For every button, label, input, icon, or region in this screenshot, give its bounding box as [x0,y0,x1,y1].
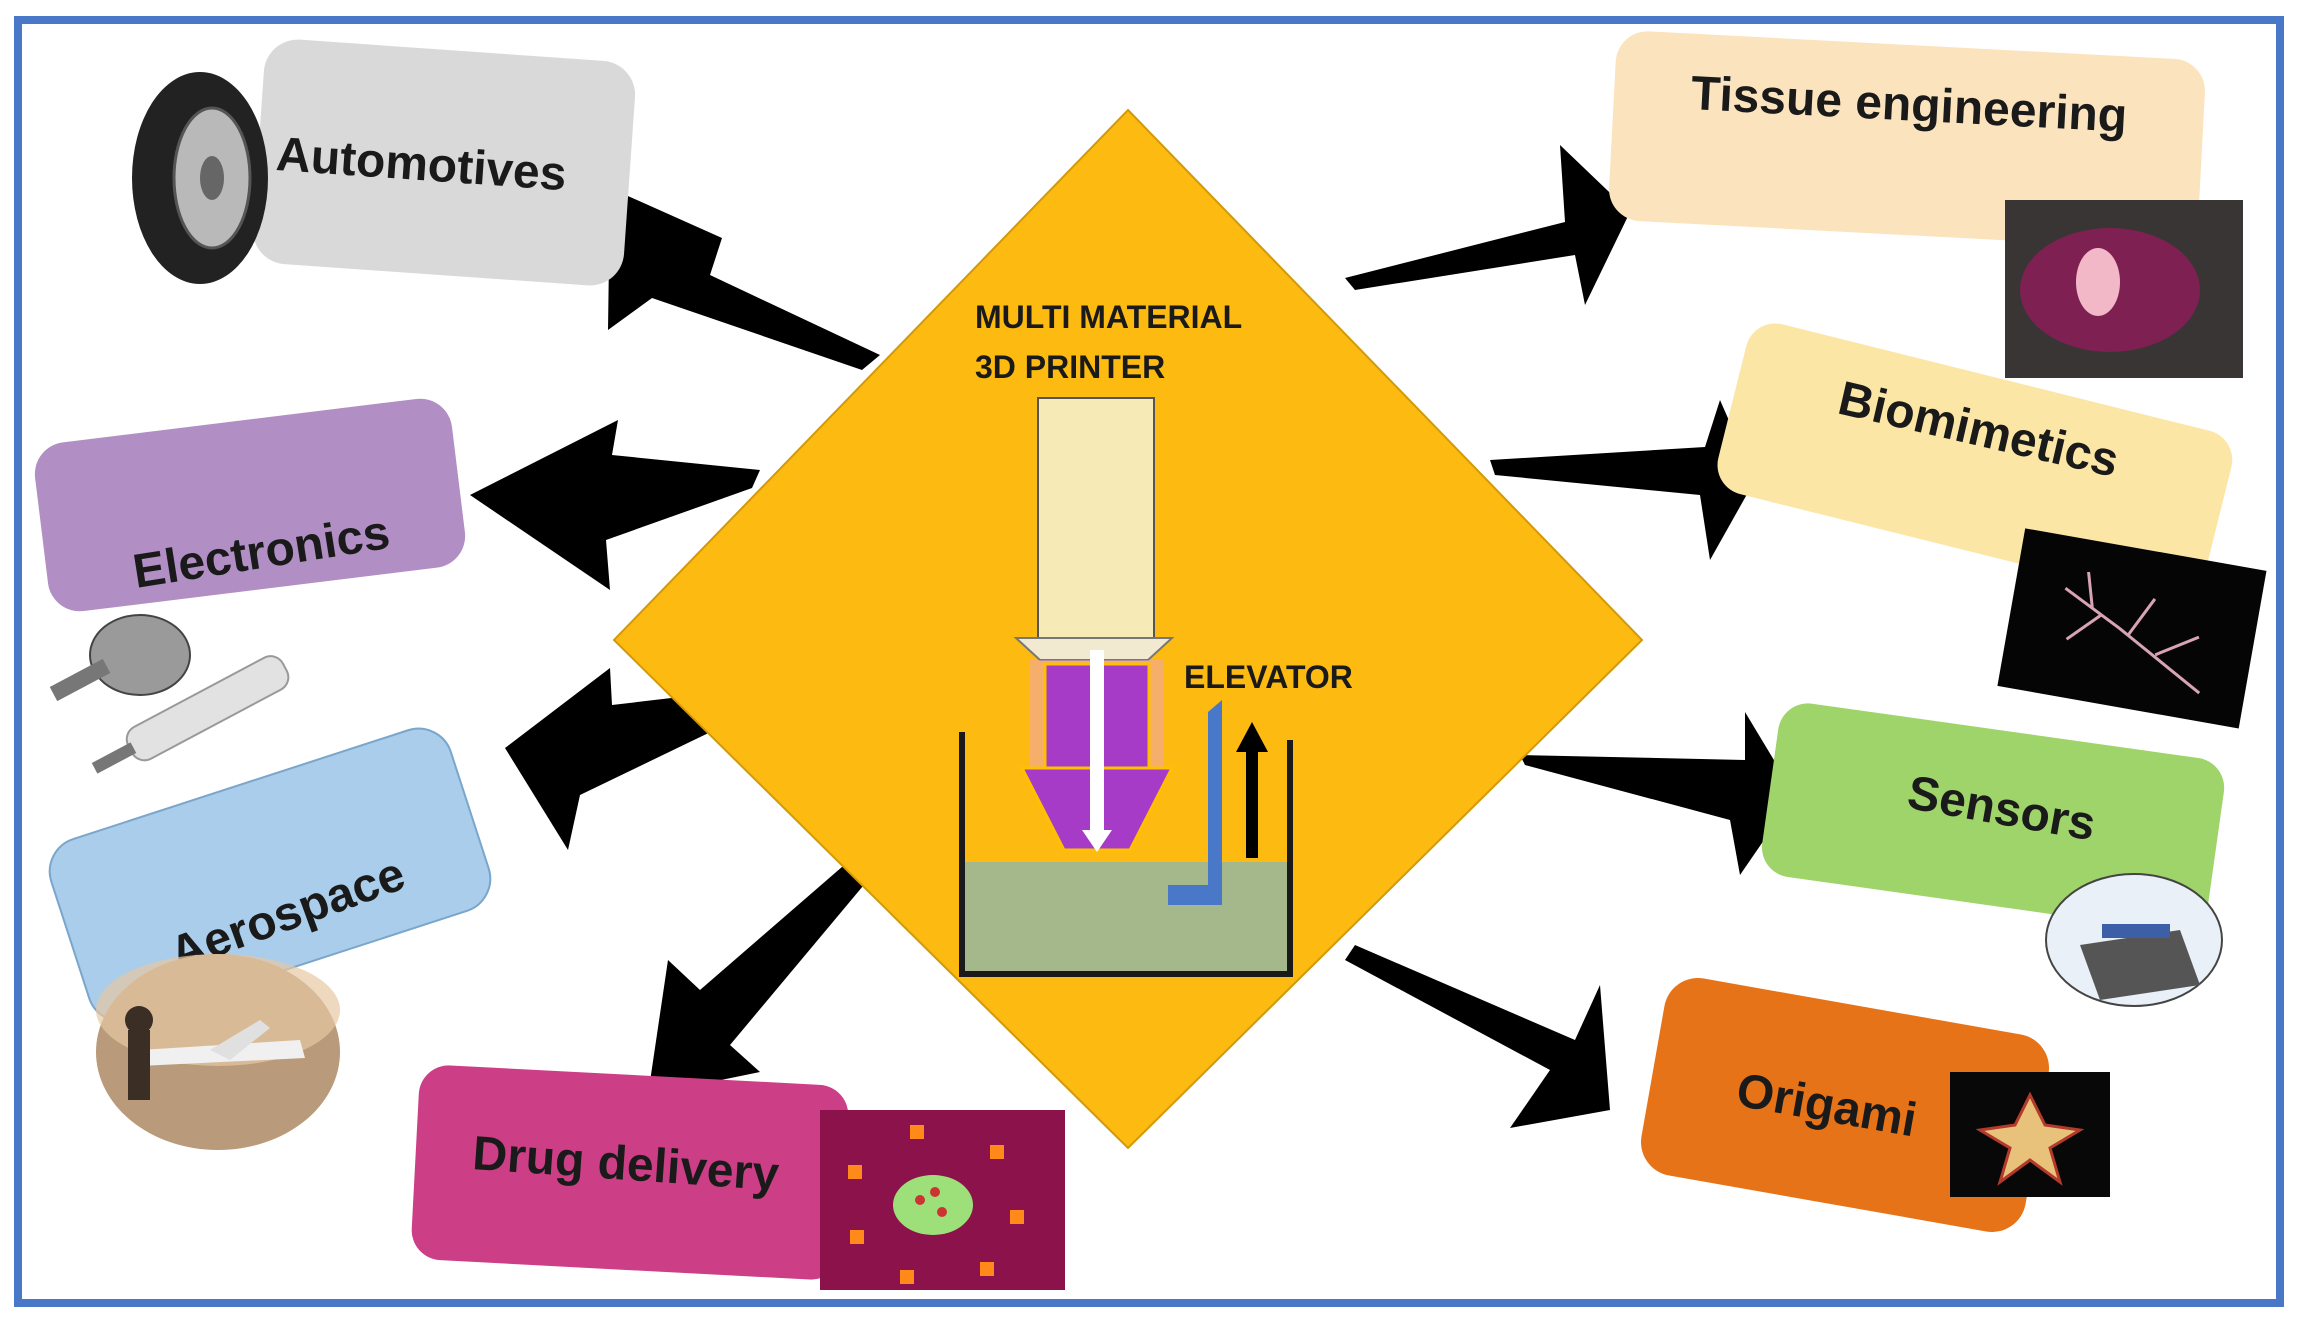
biomimetics-box [1717,323,2233,602]
automotives-box [252,39,636,286]
electronic-components-icon [49,614,290,774]
airplane-icon [96,954,340,1150]
tissue-engineering-box [1609,31,2205,249]
arrow-sensors [1520,712,1795,875]
drug-delivery-box [411,1065,849,1280]
drug-delivery-callout: Drug delivery [411,1065,1065,1290]
biomimetic-plant-image [1997,528,2267,729]
electronics-box [34,398,466,612]
print-nozzle [1019,650,1175,852]
elevator-platform [1168,700,1268,905]
origami-box [1640,978,2050,1232]
printer-cartridge [1037,397,1155,639]
sensors-callout: Sensors [1761,703,2225,1007]
resin-vat [959,732,1293,977]
arrow-electronics [470,420,760,590]
origami-image [1950,1072,2110,1197]
tire-icon [132,72,268,284]
automotives-callout: Automotives [132,39,636,286]
tissue-engineering-callout: Tissue engineering [1609,31,2243,378]
arrow-biomimetics [1490,400,1755,560]
arrow-automotives [608,188,880,370]
elevator-label: ELEVATOR [1184,659,1353,695]
arrow-drug-delivery [648,860,868,1095]
aerospace-box [48,727,492,1023]
arrow-tissue-engineering [1345,145,1630,305]
sensors-box [1761,703,2225,932]
printer-title-line2: 3D PRINTER [975,349,1165,385]
ear-scaffold-image [2005,200,2243,378]
arrow-origami [1345,945,1610,1128]
drug-delivery-image [820,1110,1065,1290]
sensor-chip-image [2045,873,2223,1007]
printer-title-line1: MULTI MATERIAL [975,299,1242,335]
origami-callout: Origami [1640,978,2110,1232]
